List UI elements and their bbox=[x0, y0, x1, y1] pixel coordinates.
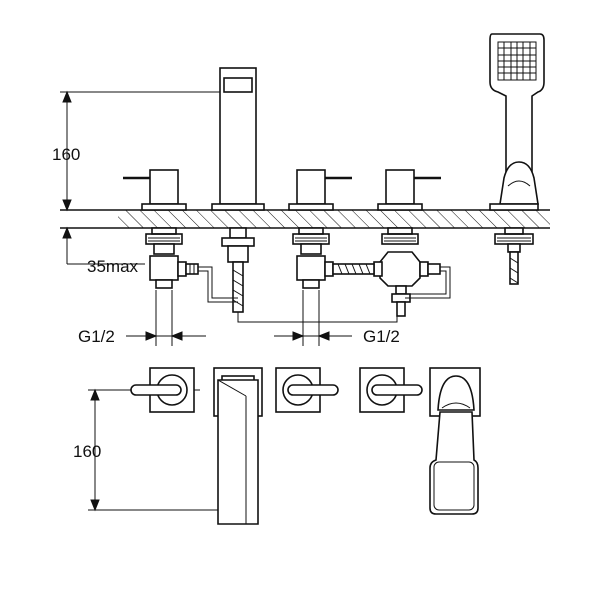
hand-shower-plan bbox=[429, 367, 481, 515]
braided-hose bbox=[332, 263, 375, 275]
middle-valve-side bbox=[288, 169, 352, 289]
diverter-valve-plan bbox=[359, 367, 423, 413]
dimension-label-35max: 35max bbox=[87, 257, 139, 276]
deck-section bbox=[60, 209, 550, 229]
left-valve-plan bbox=[130, 367, 195, 413]
side-elevation: 160 35max bbox=[52, 33, 550, 346]
dimension-label-g12-right: G1/2 bbox=[363, 327, 400, 346]
dimension-g12-left: G1/2 bbox=[78, 290, 206, 346]
dimension-label-160-plan: 160 bbox=[73, 442, 101, 461]
dimension-160-plan: 160 bbox=[73, 388, 220, 512]
left-valve-side bbox=[123, 169, 199, 289]
dimension-label-160: 160 bbox=[52, 145, 80, 164]
connection-pipes bbox=[198, 266, 451, 323]
dimension-g12-right: G1/2 bbox=[274, 290, 400, 346]
dimension-160-side: 160 bbox=[52, 90, 220, 212]
middle-valve-plan bbox=[275, 367, 339, 413]
spout-plan bbox=[213, 367, 263, 525]
plan-view: 160 bbox=[73, 367, 481, 525]
spout-side bbox=[211, 67, 265, 313]
hand-shower-side bbox=[489, 33, 545, 285]
diverter-valve-side bbox=[373, 169, 441, 317]
dimension-35max: 35max bbox=[62, 226, 145, 276]
dimension-label-g12-left: G1/2 bbox=[78, 327, 115, 346]
